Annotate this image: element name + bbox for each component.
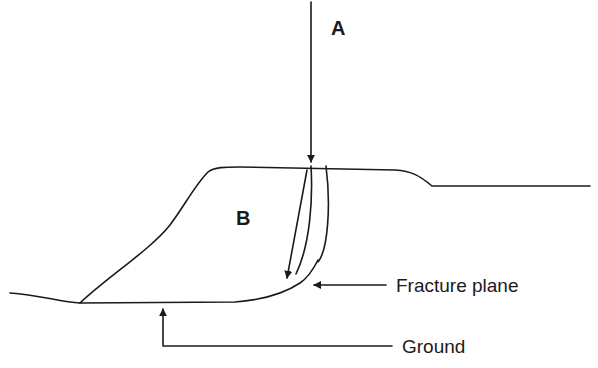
block-label: B bbox=[236, 208, 250, 228]
load-arrow bbox=[310, 2, 312, 162]
point-label: A bbox=[331, 18, 345, 38]
ground-leader bbox=[163, 309, 392, 346]
fracture-leader bbox=[314, 284, 386, 286]
slide-arrow bbox=[287, 170, 307, 278]
fracture-outer bbox=[318, 166, 328, 262]
callout-label: Fracture plane bbox=[396, 276, 519, 295]
ground-line bbox=[10, 260, 318, 303]
slope-outline bbox=[80, 167, 590, 303]
callout-label: Ground bbox=[402, 337, 465, 356]
